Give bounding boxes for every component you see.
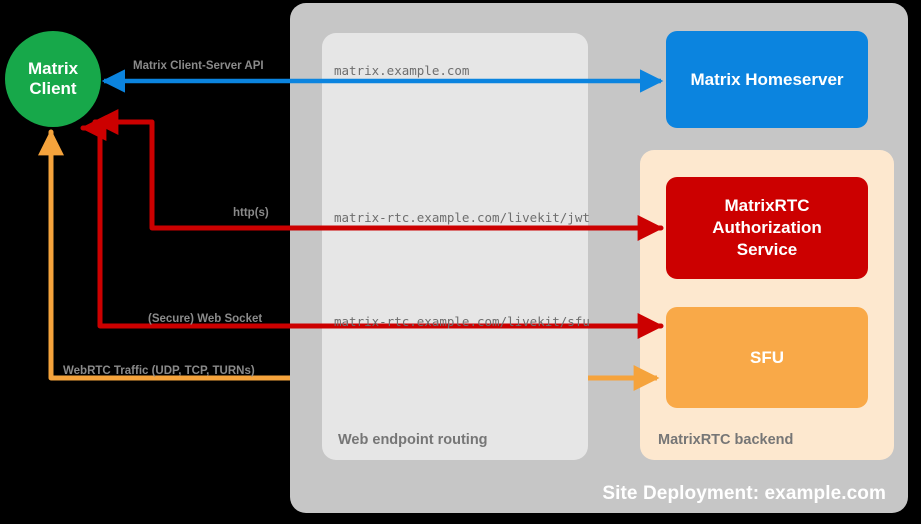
edge-label-https: http(s): [233, 207, 269, 219]
node-matrix-homeserver[interactable]: Matrix Homeserver: [666, 31, 868, 128]
url-label-matrix: matrix.example.com: [334, 63, 470, 78]
matrixrtc-backend-label: MatrixRTC backend: [658, 432, 794, 448]
node-matrixrtc-authorization-service[interactable]: MatrixRTC Authorization Service: [666, 177, 868, 279]
web-endpoint-routing-label: Web endpoint routing: [338, 432, 488, 448]
node-matrix-homeserver-label: Matrix Homeserver: [690, 69, 844, 89]
node-auth-line2: Authorization: [712, 218, 822, 238]
edge-label-webrtc-traffic: WebRTC Traffic (UDP, TCP, TURNs): [63, 365, 255, 377]
node-matrix-client-line2: Client: [29, 79, 77, 98]
node-sfu-label: SFU: [750, 347, 784, 367]
url-label-livekit-jwt: matrix-rtc.example.com/livekit/jwt: [334, 210, 590, 225]
node-matrix-client-line1: Matrix: [27, 58, 79, 78]
site-deployment-label: Site Deployment: example.com: [602, 483, 886, 504]
url-label-livekit-sfu: matrix-rtc.example.com/livekit/sfu: [334, 314, 590, 329]
node-matrix-client[interactable]: Matrix Client: [5, 31, 101, 127]
node-auth-line1: MatrixRTC: [724, 196, 810, 216]
node-auth-line3: Service: [736, 239, 798, 259]
node-sfu[interactable]: SFU: [666, 307, 868, 408]
edge-label-matrix-client-server-api: Matrix Client-Server API: [133, 60, 264, 72]
edge-label-websocket: (Secure) Web Socket: [148, 313, 263, 325]
